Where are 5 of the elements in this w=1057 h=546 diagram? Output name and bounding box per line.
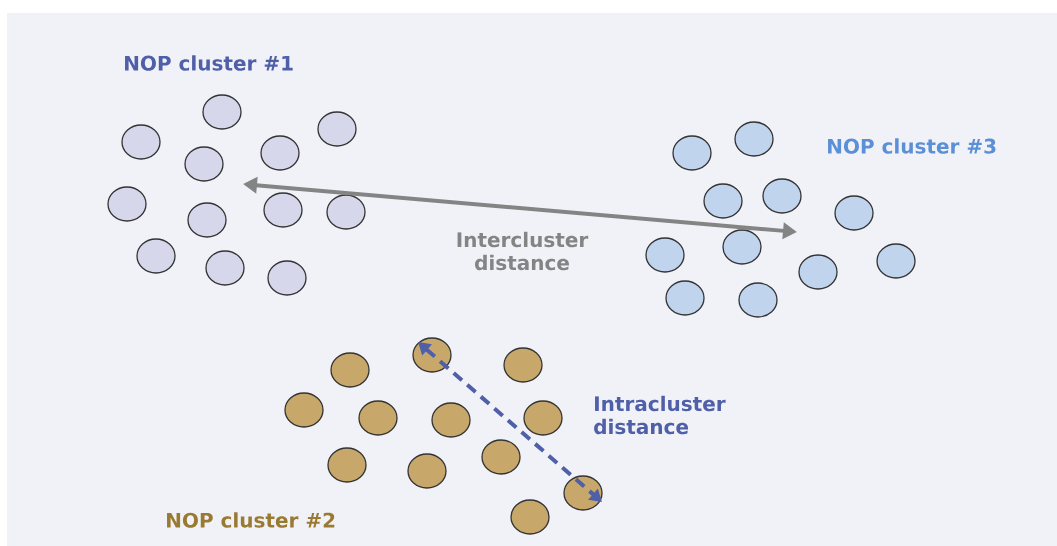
- cluster-label: NOP cluster #2: [167, 512, 335, 528]
- distance-label: Intercluster distance: [457, 231, 589, 271]
- cluster-label: NOP cluster #1: [125, 55, 293, 71]
- cluster-label: NOP cluster #3: [828, 138, 996, 154]
- distance-label: Intracluster distance: [594, 395, 726, 435]
